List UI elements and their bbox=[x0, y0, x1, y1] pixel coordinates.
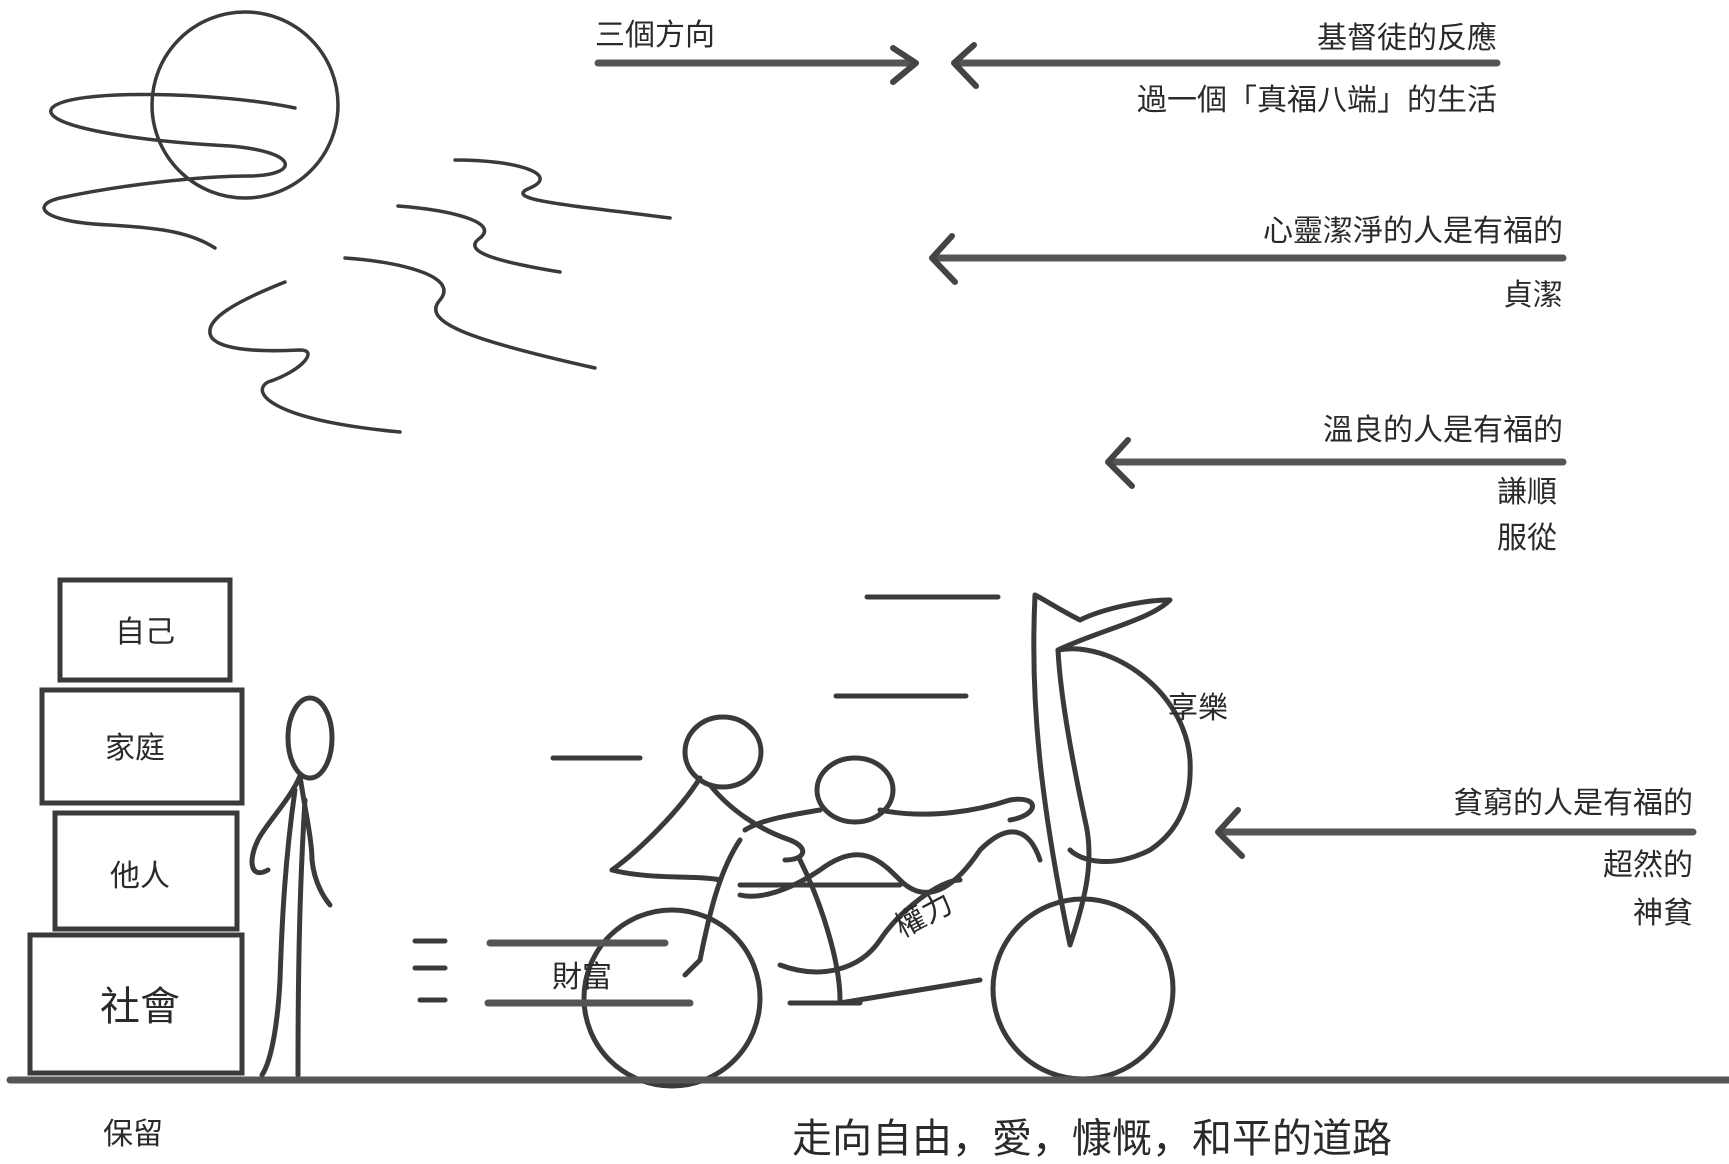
front-wheel bbox=[990, 896, 1176, 1082]
box-self-label: 自己 bbox=[115, 615, 175, 650]
beatitude-line: 服從 bbox=[1497, 521, 1557, 556]
windshield bbox=[1055, 646, 1193, 865]
beatitude-arrowhead bbox=[1215, 807, 1245, 859]
stacked-boxes: 自己 家庭 他人 社會 bbox=[27, 577, 245, 1076]
beatitude-line: 神貧 bbox=[1633, 896, 1693, 931]
beatitude-poor: 貧窮的人是有福的 超然的 神貧 bbox=[1215, 786, 1697, 931]
sun-wind-sketch bbox=[42, 10, 672, 434]
beatitude-line: 超然的 bbox=[1603, 848, 1693, 883]
beatitude-title: 心靈潔淨的人是有福的 bbox=[1263, 214, 1563, 249]
beatitude-pure-heart: 心靈潔淨的人是有福的 貞潔 bbox=[929, 214, 1567, 313]
box-family-label: 家庭 bbox=[105, 731, 165, 766]
figure-body bbox=[249, 773, 333, 1078]
beatitude-line: 謙順 bbox=[1497, 475, 1557, 510]
bottom-caption: 走向自由，愛，慷慨，和平的道路 bbox=[792, 1116, 1392, 1160]
beatitude-meek: 溫良的人是有福的 謙順 服從 bbox=[1105, 413, 1567, 556]
wind-swirl-4 bbox=[343, 256, 597, 370]
sun-circle bbox=[150, 10, 340, 200]
rider-front-body bbox=[609, 775, 805, 978]
beatitude-arrowhead bbox=[929, 233, 958, 285]
power-label: 權力 bbox=[889, 886, 958, 945]
stack-caption: 保留 bbox=[103, 1117, 163, 1152]
beatitude-title: 貧窮的人是有福的 bbox=[1453, 786, 1693, 821]
wind-swirl-1 bbox=[42, 92, 297, 250]
rider-front-head bbox=[682, 714, 764, 790]
standing-figure bbox=[249, 695, 335, 1078]
wind-swirl-5 bbox=[208, 280, 402, 434]
response-title: 基督徒的反應 bbox=[1317, 21, 1497, 56]
beatitude-line: 貞潔 bbox=[1503, 278, 1563, 313]
box-others bbox=[52, 810, 240, 932]
beatitude-title: 溫良的人是有福的 bbox=[1323, 413, 1563, 448]
wealth-label: 財富 bbox=[552, 960, 612, 995]
beatitude-arrowhead bbox=[1105, 437, 1135, 489]
motorbike-sketch bbox=[412, 592, 1193, 1089]
box-society bbox=[27, 932, 245, 1076]
figure-head bbox=[285, 695, 335, 781]
box-self bbox=[57, 577, 233, 683]
bike-frame bbox=[737, 882, 983, 1006]
bike-body bbox=[609, 829, 1043, 975]
response-subtitle: 過一個「真福八端」的生活 bbox=[1137, 83, 1497, 118]
wind-swirl-2 bbox=[453, 158, 672, 220]
rear-wheel bbox=[581, 907, 763, 1089]
pleasure-label: 享樂 bbox=[1168, 691, 1228, 726]
front-fairing bbox=[1031, 592, 1173, 948]
rider-back-head bbox=[814, 755, 896, 825]
box-society-label: 社會 bbox=[100, 984, 180, 1030]
box-others-label: 他人 bbox=[110, 859, 170, 894]
three-directions-label: 三個方向 bbox=[595, 18, 715, 53]
wind-swirl-3 bbox=[396, 204, 562, 274]
rider-back-body bbox=[742, 796, 1035, 1006]
response-arrowhead bbox=[951, 42, 979, 89]
three-directions-arrowhead bbox=[890, 45, 919, 85]
box-family bbox=[39, 687, 245, 806]
